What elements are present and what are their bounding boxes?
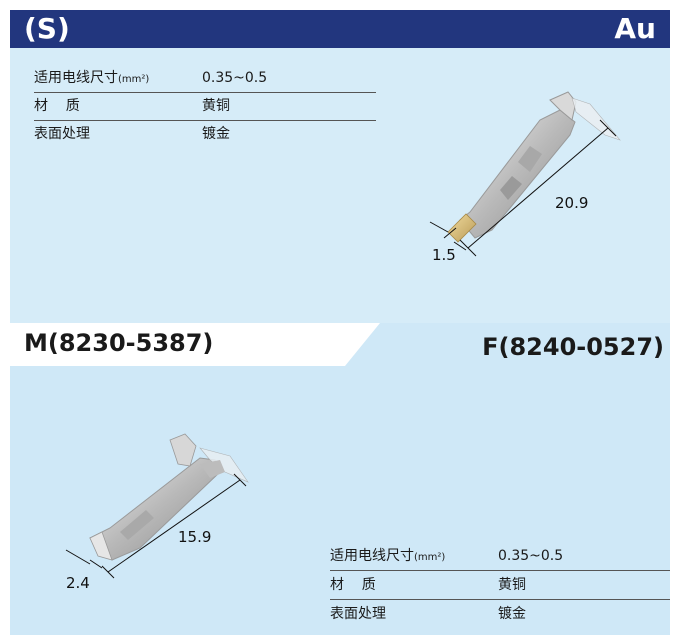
male-part-number: (8230-5387) — [47, 329, 214, 357]
spec-row-material: 材 质 黄铜 — [330, 571, 670, 599]
male-model-title: M(8230-5387) — [24, 328, 213, 358]
spec-unit: (mm²) — [414, 552, 446, 563]
female-terminal-panel — [10, 366, 670, 635]
female-model-title: F(8240-0527) — [482, 332, 664, 362]
brand-logo: (S) — [24, 12, 70, 45]
spec-value: 镀金 — [202, 126, 230, 142]
spec-key: 适用电线尺寸 — [34, 70, 118, 86]
spec-row-wire-size: 适用电线尺寸(mm²) 0.35~0.5 — [330, 542, 670, 570]
spec-row-surface: 表面处理 镀金 — [34, 120, 376, 148]
spec-key: 材 质 — [34, 98, 80, 114]
spec-key: 适用电线尺寸 — [330, 548, 414, 564]
spec-key: 表面处理 — [34, 126, 90, 142]
dimension-tip-label: 1.5 — [432, 246, 456, 264]
female-part-number: (8240-0527) — [498, 333, 665, 361]
divider — [34, 92, 376, 93]
spec-value: 镀金 — [498, 606, 526, 622]
dimension-length-label: 20.9 — [555, 194, 588, 212]
female-letter: F — [482, 333, 499, 361]
divider — [330, 599, 670, 600]
title-band — [10, 323, 670, 366]
spec-row-wire-size: 适用电线尺寸(mm²) 0.35~0.5 — [34, 64, 376, 92]
dimension-tip — [65, 549, 103, 569]
male-letter: M — [24, 329, 48, 357]
spec-value: 0.35~0.5 — [202, 70, 268, 86]
header-bar: (S) Au — [10, 10, 670, 48]
divider — [34, 120, 376, 121]
spec-unit: (mm²) — [118, 74, 150, 85]
spec-key: 材 质 — [330, 577, 376, 593]
spec-table-top: 适用电线尺寸(mm²) 0.35~0.5 材 质 黄铜 表面处理 镀金 — [34, 64, 376, 154]
dimension-tip-label: 2.4 — [66, 574, 90, 592]
plating-label: Au — [614, 12, 656, 45]
dimension-length — [101, 473, 247, 579]
male-terminal-panel — [10, 48, 670, 323]
male-terminal-drawing: 20.9 1.5 — [429, 91, 621, 264]
female-terminal-image — [89, 433, 249, 561]
dimension-tip — [429, 221, 467, 251]
female-terminal-drawing: 15.9 2.4 — [65, 433, 249, 592]
spec-value: 黄铜 — [498, 577, 526, 593]
dimension-length-label: 15.9 — [178, 528, 211, 546]
spec-row-material: 材 质 黄铜 — [34, 92, 376, 120]
male-terminal-image — [447, 91, 621, 243]
spec-key: 表面处理 — [330, 606, 386, 622]
spec-value: 0.35~0.5 — [498, 548, 564, 564]
dimension-length — [459, 119, 617, 257]
spec-row-surface: 表面处理 镀金 — [330, 600, 670, 628]
divider — [330, 570, 670, 571]
spec-table-bottom: 适用电线尺寸(mm²) 0.35~0.5 材 质 黄铜 表面处理 镀金 — [330, 542, 670, 632]
spec-value: 黄铜 — [202, 98, 230, 114]
